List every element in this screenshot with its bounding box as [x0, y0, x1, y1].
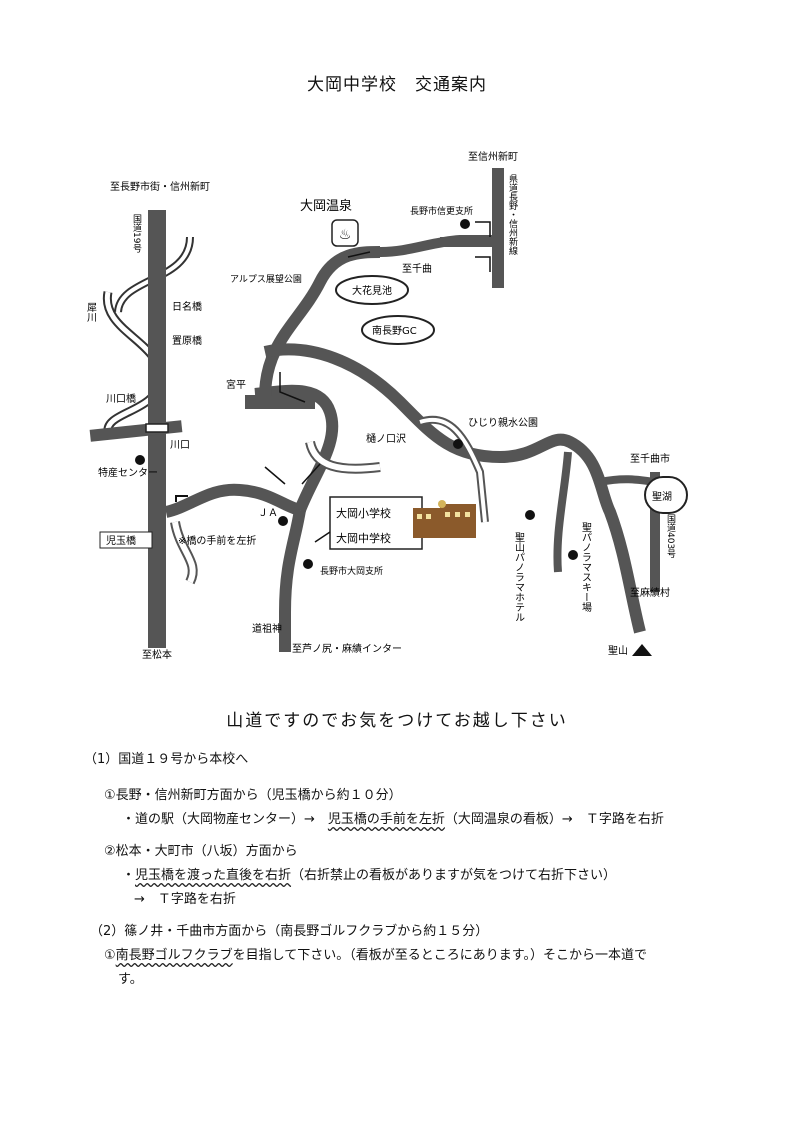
arrow-icon: [264, 466, 286, 485]
label-ski: 聖パノラマスキー場: [580, 522, 592, 613]
arrow-icon: [175, 495, 188, 502]
hijiri-park-dot: [453, 439, 463, 449]
road-loop: [307, 441, 381, 472]
label-hotel: 聖山パノラマホテル: [513, 532, 525, 622]
label-to-shinshushinmachi: 至信州新町: [468, 150, 518, 163]
label-tokusan: 特産センター: [98, 466, 158, 479]
prefectural-road: [440, 237, 504, 247]
road-east: [263, 343, 646, 634]
road-side: [172, 521, 196, 584]
ohanami-pond: [335, 275, 409, 305]
section-1b-route-2: → Ｔ字路を右折: [134, 892, 236, 907]
svg-text:♨: ♨: [339, 227, 352, 243]
hotel-dot: [525, 510, 535, 520]
road-loop: [305, 440, 381, 474]
label-to-chikuma2: 至千曲市: [630, 452, 670, 465]
road-kodama: [164, 483, 302, 518]
golf-oval: [361, 315, 435, 345]
map-svg: ♨ 至長野市街・信州新町 国道19号 犀川 日名橋 置原橋 川口橋 川口 特産セ…: [85, 150, 688, 661]
section-1a-route: ・道の駅（大岡物産センター）→ 児玉橋の手前を左折（大岡温泉の看板）→ Ｔ字路を…: [122, 808, 664, 827]
arrow-icon: [314, 531, 331, 543]
label-route403: 国道403号: [665, 514, 676, 559]
page-title: 大岡中学校 交通案内: [307, 75, 487, 95]
label-to-interchange: 至芦ノ尻・麻績インター: [292, 642, 402, 655]
shisho2-dot: [303, 559, 313, 569]
section-2a-route: ①南長野ゴルフクラブを目指して下さい。（看板が至るところにあります。）そこから一…: [104, 944, 647, 963]
section-1b-route: ・児玉橋を渡った直後を右折（右折禁止の看板がありますが気をつけて右折下さい）: [122, 864, 616, 883]
route-key-target: 南長野ゴルフクラブ: [115, 948, 233, 963]
route-post: （大岡温泉の看板）→ Ｔ字路を右折: [444, 812, 664, 827]
label-miyadaira: 宮平: [226, 378, 246, 391]
label-hinaba: 日名橋: [172, 300, 202, 313]
arrow-icon: [475, 256, 491, 272]
prefectural-road: [492, 168, 504, 288]
label-school2: 大岡中学校: [336, 531, 391, 545]
label-onsen: 大岡温泉: [300, 198, 352, 214]
label-top-left: 至長野市街・信州新町: [110, 180, 210, 193]
hijiri-lake-box: [644, 476, 688, 514]
route-pre: ・: [122, 868, 136, 883]
route-key-turn: 児玉橋を渡った直後を右折: [135, 868, 292, 883]
kawaguchi-mark: [145, 423, 169, 433]
label-river: 犀川: [85, 302, 97, 322]
label-hijiriyama: 聖山: [608, 645, 628, 657]
section-1a-title: ①長野・信州新町方面から（児玉橋から約１０分）: [104, 788, 402, 803]
label-prefroad: 県道長野・信州新線: [507, 174, 518, 255]
label-school1: 大岡小学校: [336, 506, 391, 520]
road-onsen: [259, 246, 381, 398]
route-post: （右折禁止の看板がありますが気をつけて右折下さい）: [291, 868, 617, 883]
label-dosojin: 道祖神: [252, 622, 282, 635]
route-key-turn: 児玉橋の手前を左折: [327, 812, 445, 827]
tokusan-dot: [135, 455, 145, 465]
onsen-icon: [331, 219, 359, 247]
label-hinokuchizawa: 樋ノ口沢: [366, 432, 406, 445]
arrow-icon: [301, 463, 321, 485]
label-golf: 南長野GC: [372, 324, 417, 337]
label-ohara: 置原橋: [172, 334, 202, 347]
label-shisho2: 長野市大岡支所: [320, 565, 383, 577]
label-to-chikuma1: 至千曲: [402, 263, 432, 275]
arrow-icon: [279, 372, 306, 403]
label-kawaguchi-bridge: 川口橋: [106, 392, 136, 405]
label-hijiri-park: ひじり親水公園: [468, 416, 538, 429]
section-2a-route-2: す。: [118, 972, 143, 987]
route-pre: ・道の駅（大岡物産センター）→: [122, 812, 328, 827]
hijiriyama-mountain: [632, 644, 652, 656]
arrow-icon: [475, 221, 491, 237]
label-ohanami: 大花見池: [352, 284, 392, 297]
road-hijiri: [419, 418, 487, 523]
section-1b-title: ②松本・大町市（八坂）方面から: [104, 844, 298, 859]
label-kawaguchi: 川口: [170, 440, 190, 451]
shisho1-dot: [460, 219, 470, 229]
route-pre: ①: [104, 948, 116, 963]
label-alps: アルプス展望公園: [230, 273, 302, 285]
section-2-title: （2）篠ノ井・千曲市方面から（南長野ゴルフクラブから約１５分）: [90, 924, 489, 939]
label-route19: 国道19号: [131, 214, 142, 253]
arrow-icon: [347, 251, 371, 258]
label-to-omi: 至麻績村: [630, 586, 670, 599]
school-building-icon: [413, 500, 476, 538]
road-ja-north: [254, 384, 339, 513]
label-to-matsumoto: 至松本: [142, 648, 172, 661]
label-hijirikoko: 聖湖: [652, 491, 672, 503]
label-ja: ＪＡ: [258, 508, 278, 519]
label-kodama: 児玉橋: [106, 534, 136, 547]
route-post: を目指して下さい。（看板が至るところにあります。）そこから一本道で: [232, 948, 647, 963]
caution-heading: 山道ですのでお気をつけてお越し下さい: [226, 711, 568, 731]
ja-dot: [278, 516, 288, 526]
label-note: ※橋の手前を左折: [178, 534, 256, 547]
road-ski: [553, 451, 572, 573]
road-ja-south: [279, 509, 306, 652]
section-1-title: （1）国道１９号から本校へ: [84, 752, 249, 767]
access-map: ♨ 至長野市街・信州新町 国道19号 犀川 日名橋 置原橋 川口橋 川口 特産セ…: [80, 112, 720, 680]
route-403: [650, 472, 660, 592]
label-shisho1: 長野市信更支所: [410, 205, 473, 217]
ski-dot: [568, 550, 578, 560]
road-to-403: [599, 475, 656, 486]
